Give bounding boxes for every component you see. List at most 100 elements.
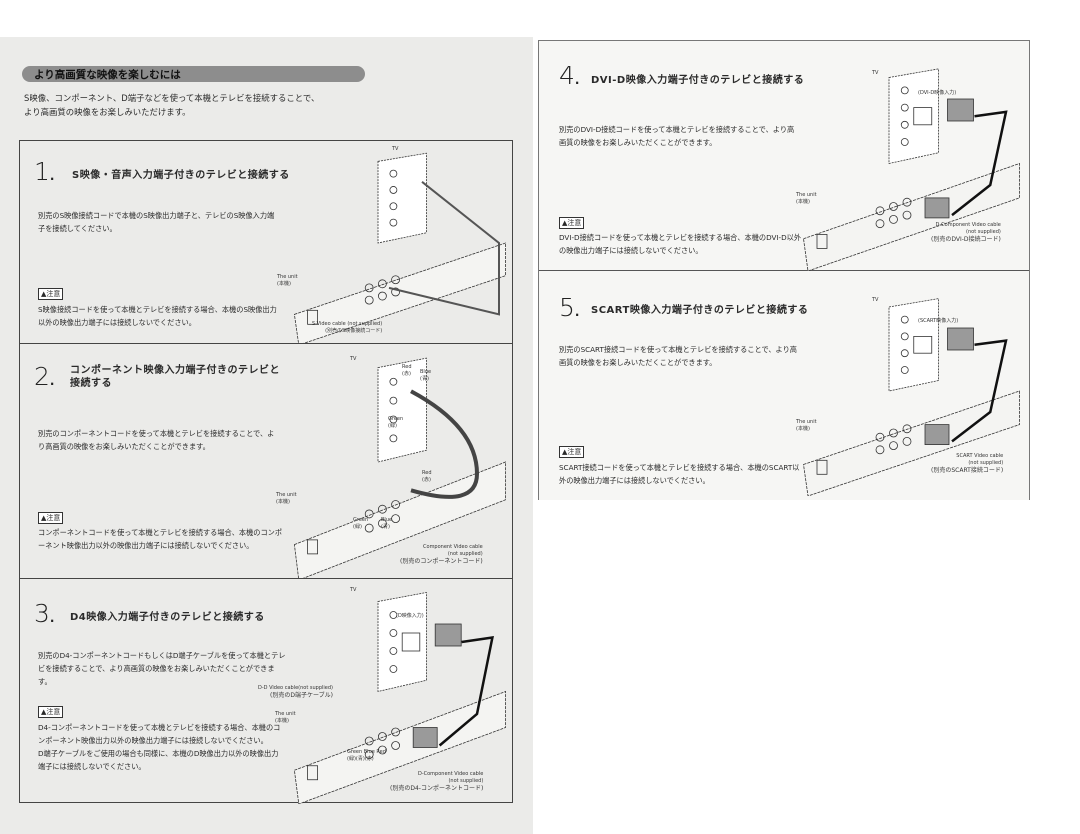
connection-diagram [799,286,1024,497]
tv-jack [389,629,398,637]
tv-plug [947,98,974,122]
green-label-unit: Green(緑) [353,517,369,530]
caution-label: 注意 [46,290,61,298]
cable-en: S-Video cable (not supplied) [312,321,383,327]
tv-label: TV [350,587,357,593]
tv-label: TV [350,356,357,362]
section-4: 4. DVI-D映像入力端子付きのテレビと接続する 別売のDVI-D接続コードを… [539,41,1029,272]
unit-jack [364,283,374,293]
connection-diagram [290,579,510,805]
caution-text: D4-コンポーネントコードを使って本機とテレビを接続する場合、本機のコンポーネン… [38,723,281,771]
tv-jack [389,396,398,405]
unit-label: The unit(本機) [275,711,296,724]
step-number: 4. [559,61,580,90]
cable [438,636,494,747]
cable [410,389,480,499]
power-socket [307,309,319,325]
unit-body [803,390,1020,497]
unit-jack [391,741,400,750]
section-header: より高画質な映像を楽しむには [22,66,365,82]
green-label: Green(緑) [388,416,404,429]
tv-plug [947,327,974,351]
caution-badge: ▲注意 [559,446,585,458]
unit-jack [378,745,387,755]
unit-jack [364,736,374,746]
unit-jack [391,275,400,285]
tv-panel [377,357,427,463]
connection-diagram [799,56,1024,272]
intro-line: S映像、コンポーネント、D端子などを使って本機とテレビを接続することで、 [24,93,320,103]
unit-jack [889,202,898,211]
tv-jack [389,186,398,194]
unit-body [803,162,1020,272]
unit-jack [378,291,387,301]
unit-jack [378,518,387,528]
tv-connector [913,336,933,354]
unit-ja: (本機) [277,281,291,287]
right-page: 4. DVI-D映像入力端子付きのテレビと接続する 別売のDVI-D接続コードを… [538,40,1030,500]
tv-jack [389,665,398,673]
power-socket [816,459,828,475]
unit-jack [364,523,374,533]
tv-panel [377,152,427,244]
unit-jack [875,206,885,216]
cable [951,339,1008,443]
tv-jack [900,138,909,146]
unit-jack [902,210,912,220]
unit-jack [364,750,374,759]
section-1: 1. S映像・音声入力端子付きのテレビと接続する 別売のS映像接続コードで本機の… [19,140,513,346]
intro-line: より高画質の映像をお楽しみいただけます。 [24,107,191,117]
unit-jack [889,441,898,451]
dcable-label: D-D Video cable(not supplied)(別売のD端子ケーブル… [258,685,333,699]
number: 1 [34,157,50,186]
unit-jack [902,197,912,207]
unit-jack [902,436,912,446]
step-number: 5. [559,293,580,322]
step-title: DVI-D映像入力端子付きのテレビと接続する [591,75,805,86]
connection-diagram [290,344,510,581]
step-body: 別売のコンポーネントコードを使って本機とテレビを接続することで、より高画質の映像… [38,429,275,451]
unit-jack [391,287,400,297]
cable-label: SCART Video cable(not supplied)(別売のSCART… [931,453,1004,474]
unit-label: The unit(本機) [277,274,298,288]
unit-jack [875,445,885,455]
tv-jack [389,218,398,227]
unit-plug [412,727,438,748]
connection-diagram [290,141,510,346]
tv-jack [900,366,909,374]
tv-jack [389,647,398,655]
step-body: 別売のSCART接続コードを使って本機とテレビを接続することで、より高画質の映像… [559,345,797,367]
unit-jack [889,214,898,224]
section-5: 5. SCART映像入力端子付きのテレビと接続する 別売のSCART接続コードを… [539,271,1029,500]
tv-label: TV [392,146,399,152]
step-body: 別売のS映像接続コードで本機のS映像出力端子と、テレビのS映像入力端子を接続して… [38,211,275,233]
caution-label: 注意 [567,219,582,227]
tv-connector [401,632,421,652]
cable-label: S-Video cable (not supplied)(別売のS映像接続コード… [312,321,382,335]
caution-text: SCART接続コードを使って本機とテレビを接続する場合、本機のSCART以外の映… [559,463,800,485]
power-socket [307,539,319,555]
tv-jack [900,332,909,341]
cable [388,181,500,316]
step-number: 2. [34,362,55,391]
step-number: 1. [34,157,55,186]
unit-jack [378,504,387,514]
caution-label: 注意 [46,708,61,716]
tv-connector [913,107,933,126]
power-socket [816,234,828,249]
step-title: S映像・音声入力端子付きのテレビと接続する [72,170,290,181]
unit-plug [924,424,950,446]
cable-ja: (別売のS映像接続コード) [325,328,383,334]
intro-text: S映像、コンポーネント、D端子などを使って本機とテレビを接続することで、より高画… [24,91,404,119]
caution-badge: ▲注意 [559,217,585,229]
tv-plug [434,623,462,647]
unit-body [293,690,506,805]
tv-jack [389,611,398,619]
title-line: 接続する [70,378,112,389]
tv-jack [389,377,398,386]
tv-jack [389,202,398,211]
caution-label: 注意 [46,514,61,522]
unit-jack [364,509,374,519]
cable-label: D-Component Video cable(not supplied)(別売… [390,771,484,792]
unit-body [293,242,506,346]
